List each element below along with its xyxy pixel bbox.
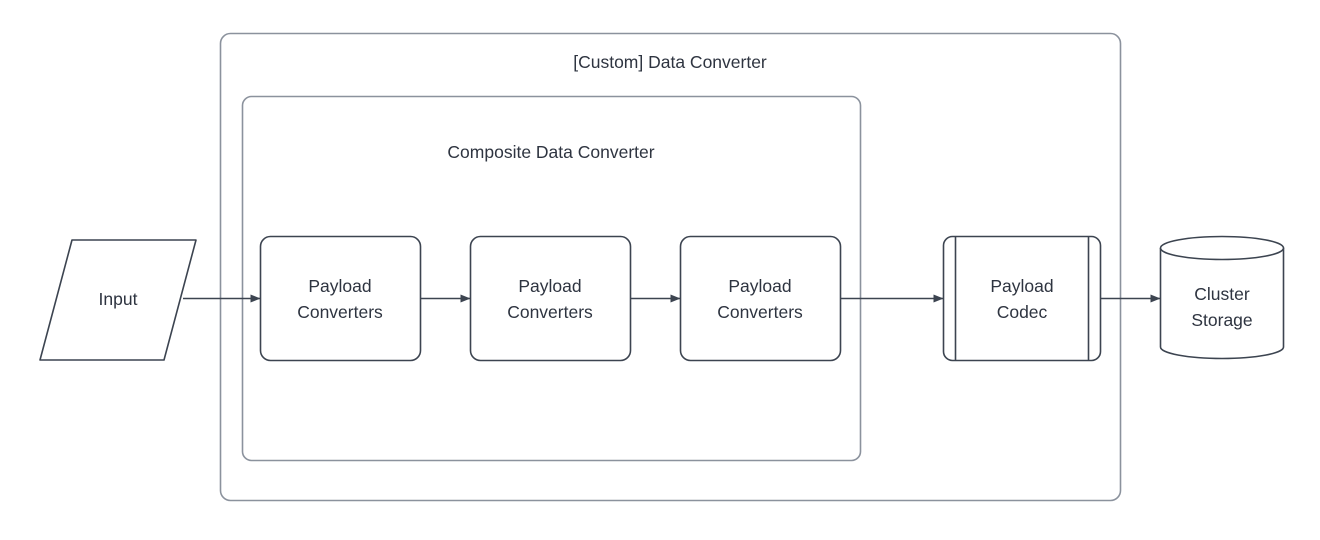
node-payload-converters-2[interactable] [469, 235, 632, 362]
node-payload-converters-3[interactable] [679, 235, 842, 362]
node-payload-codec[interactable] [942, 235, 1102, 362]
node-input[interactable] [39, 239, 197, 361]
node-payload-converters-1[interactable] [259, 235, 422, 362]
node-cluster-storage[interactable] [1159, 235, 1285, 360]
